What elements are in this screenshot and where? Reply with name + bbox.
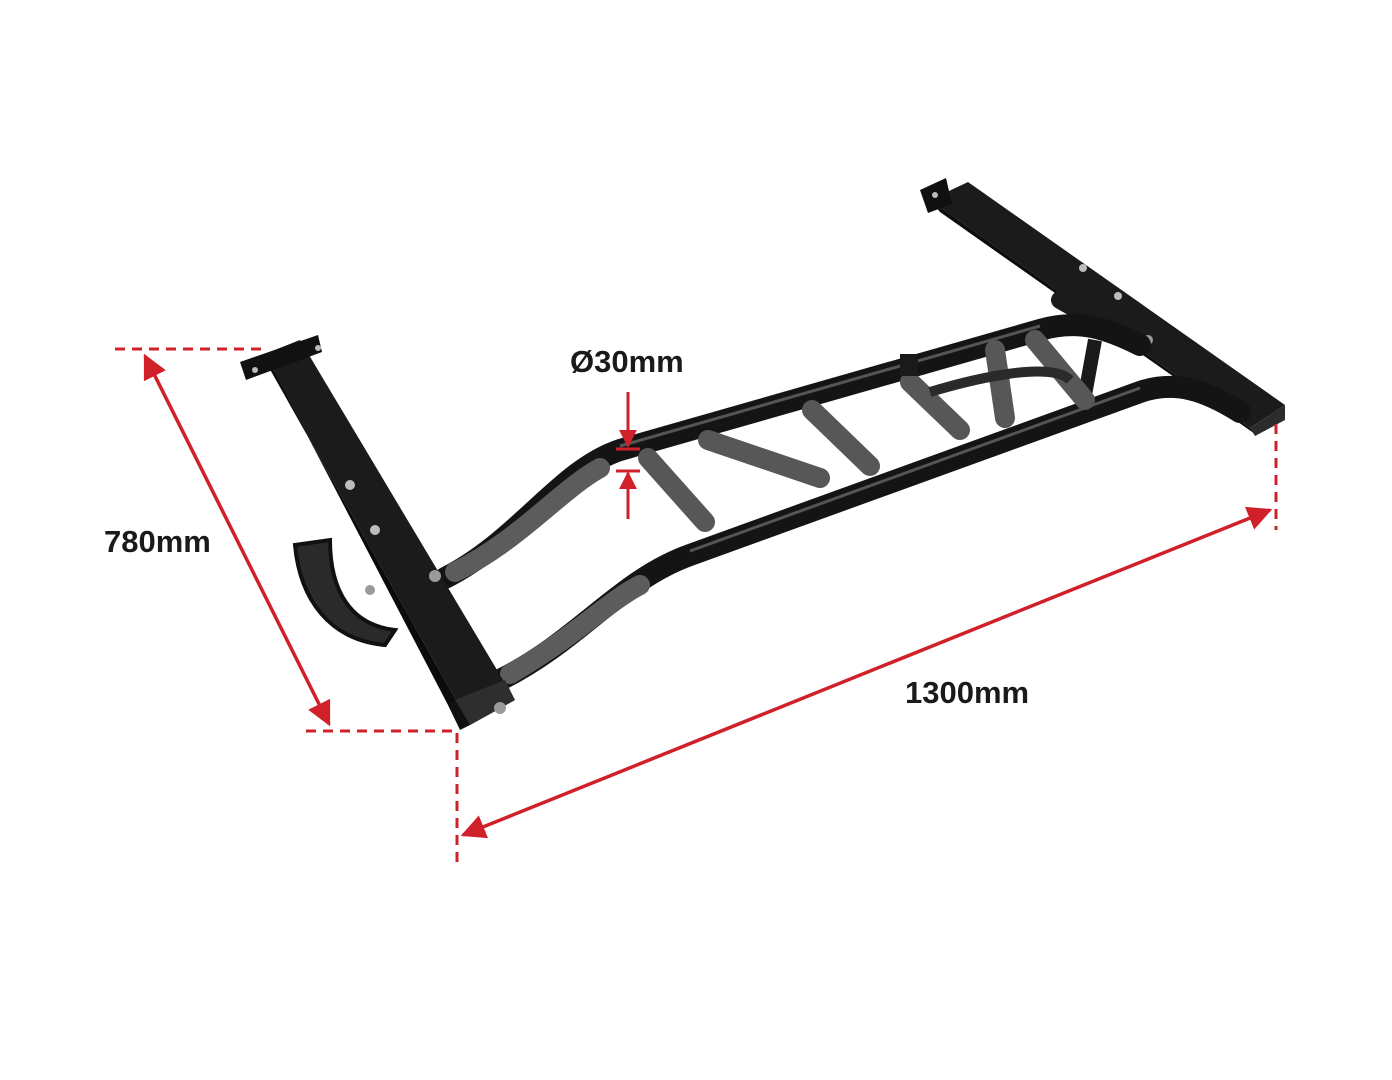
width-dimension-label: 1300mm bbox=[905, 675, 1030, 710]
dimension-lines bbox=[115, 347, 1278, 862]
pullup-bar-product bbox=[240, 178, 1285, 730]
diameter-dimension-label: Ø30mm bbox=[570, 344, 684, 379]
width-arrow bbox=[460, 506, 1273, 839]
depth-arrow bbox=[143, 353, 331, 727]
left-wall-beam bbox=[240, 335, 515, 730]
depth-dimension-label: 780mm bbox=[104, 524, 211, 559]
